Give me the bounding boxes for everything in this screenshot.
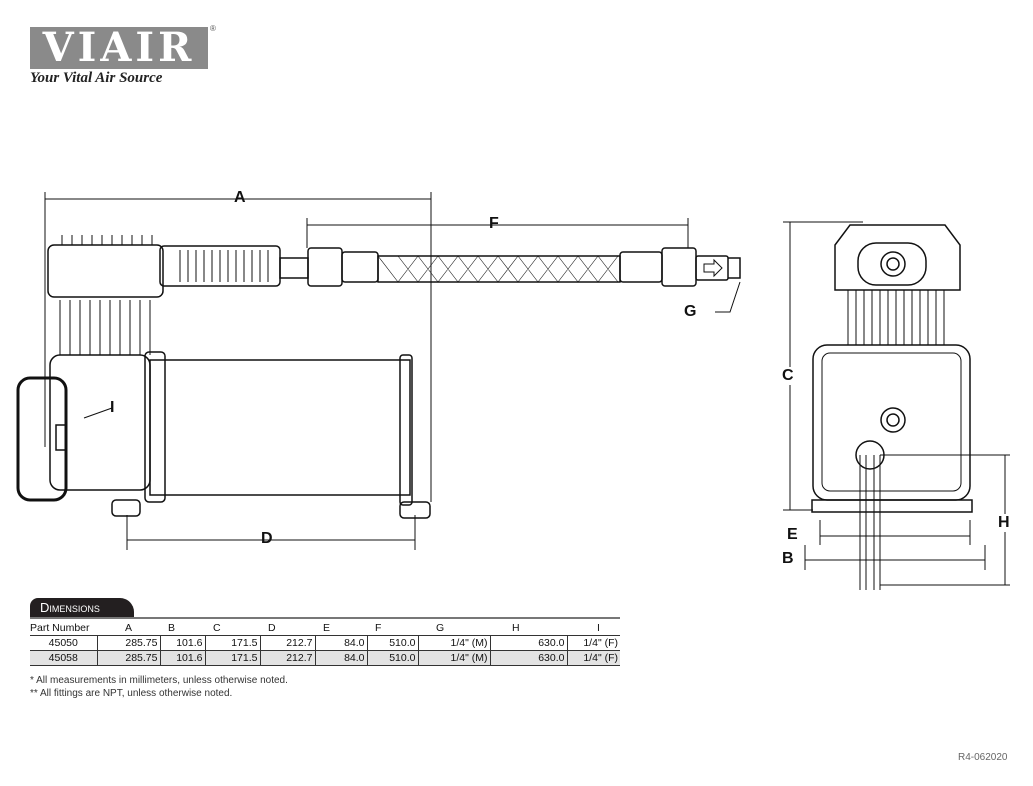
cell: 45050 (30, 635, 98, 651)
cell: 630.0 (490, 635, 568, 651)
cell: 285.75 (97, 635, 161, 651)
cell: 101.6 (160, 650, 206, 666)
dimension-label-f: F (489, 215, 499, 232)
header-cell: H (512, 622, 520, 634)
header-cell: A (125, 622, 133, 634)
table-row: 45050 285.75 101.6 171.5 212.7 84.0 510.… (30, 635, 620, 651)
cell: 84.0 (315, 635, 368, 651)
cell: 510.0 (367, 650, 419, 666)
cell: 630.0 (490, 650, 568, 666)
footnote-measurements: * All measurements in millimeters, unles… (30, 675, 288, 686)
header-cell: B (168, 622, 176, 634)
cell: 1/4" (F) (567, 650, 620, 666)
dimension-label-e: E (787, 526, 798, 543)
dimension-label-a: A (234, 189, 246, 206)
cell: 285.75 (97, 650, 161, 666)
header-cell: E (323, 622, 331, 634)
table-row: 45058 285.75 101.6 171.5 212.7 84.0 510.… (30, 650, 620, 666)
header-cell: Part Number (30, 622, 90, 634)
header-cell: C (213, 622, 221, 634)
cell: 171.5 (205, 635, 261, 651)
dimension-label-g: G (684, 303, 697, 320)
dimension-label-b: B (782, 550, 794, 567)
revision-code: R4-062020 (958, 752, 1008, 763)
cell: 212.7 (260, 650, 316, 666)
registered-mark: ® (210, 24, 216, 33)
header-cell: F (375, 622, 382, 634)
dimensions-tab-title: Dimensions (30, 598, 134, 617)
cell: 510.0 (367, 635, 419, 651)
side-view (16, 235, 741, 519)
table-header-row: Part Number A B C D E F G H I (30, 618, 620, 636)
cell: 1/4" (M) (418, 635, 491, 651)
front-view (811, 224, 973, 590)
cell: 45058 (30, 650, 98, 666)
dimension-label-i: I (110, 399, 115, 416)
cell: 1/4" (F) (567, 635, 620, 651)
cell: 101.6 (160, 635, 206, 651)
viair-logo: VIAIR (30, 27, 208, 69)
footnote-fittings: ** All fittings are NPT, unless otherwis… (30, 688, 233, 699)
dimension-label-d: D (261, 530, 273, 547)
cell: 212.7 (260, 635, 316, 651)
cell: 84.0 (315, 650, 368, 666)
dimension-label-c: C (782, 367, 794, 385)
cell: 171.5 (205, 650, 261, 666)
header-cell: I (597, 622, 600, 634)
dimension-lines (44, 192, 1010, 586)
header-cell: D (268, 622, 276, 634)
header-cell: G (436, 622, 445, 634)
dimensions-table: Part Number A B C D E F G H I 45050 285.… (30, 617, 620, 666)
logo-tagline: Your Vital Air Source (30, 70, 163, 86)
cell: 1/4" (M) (418, 650, 491, 666)
dimension-label-h: H (998, 514, 1010, 532)
